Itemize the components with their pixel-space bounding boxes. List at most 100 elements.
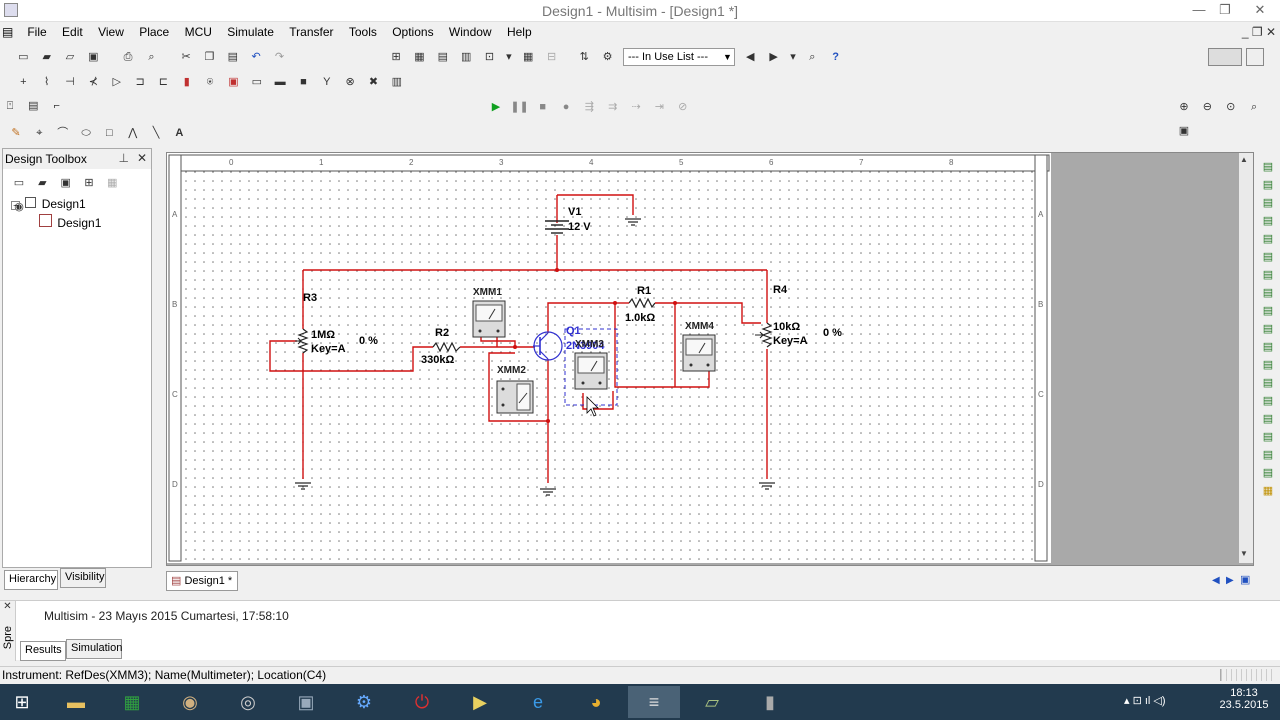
- r2-value[interactable]: 330kΩ: [421, 354, 454, 366]
- multimeter-xmm4[interactable]: [682, 334, 716, 372]
- misc-digital-icon[interactable]: ▮: [183, 76, 190, 88]
- find-icon[interactable]: ⌕: [809, 51, 816, 63]
- clock[interactable]: 18:13 23.5.2015: [1218, 687, 1270, 711]
- close-icon[interactable]: ✕: [136, 151, 147, 165]
- doc-icon[interactable]: ▤: [2, 25, 14, 39]
- electromechanical-icon[interactable]: ⊗: [345, 76, 355, 88]
- step-into-icon[interactable]: ⇉: [608, 101, 618, 113]
- v1-label[interactable]: V1: [568, 206, 581, 218]
- media-icon[interactable]: ◎: [240, 692, 256, 712]
- hierarchical-block-icon[interactable]: ▤: [28, 100, 39, 112]
- analog-icon[interactable]: ▷: [112, 76, 121, 88]
- vertical-scrollbar[interactable]: ▲ ▼: [1239, 153, 1253, 563]
- settings-icon[interactable]: ⚙: [355, 692, 373, 712]
- wire-xmm3[interactable]: [582, 391, 614, 410]
- nicomponents-icon[interactable]: ✖: [368, 76, 379, 88]
- menu-view[interactable]: View: [98, 25, 124, 39]
- tektronix-oscilloscope-icon[interactable]: ▤: [1262, 467, 1274, 479]
- function-generator-icon[interactable]: ▤: [1262, 179, 1274, 191]
- wire-v1-top[interactable]: [556, 194, 634, 223]
- paste-icon[interactable]: ▤: [227, 51, 238, 63]
- monitor-icon[interactable]: ▣: [297, 692, 315, 712]
- measurement-probe-icon[interactable]: ▦: [1262, 485, 1274, 497]
- r3-label[interactable]: R3: [303, 292, 317, 304]
- zoom-in-icon[interactable]: ⊕: [1179, 101, 1189, 113]
- q1-label[interactable]: Q1: [566, 325, 581, 337]
- ground-r3[interactable]: [295, 482, 311, 490]
- ground-r4[interactable]: [759, 482, 775, 490]
- multisim-task-icon[interactable]: ≡: [628, 686, 680, 718]
- scroll-up-icon[interactable]: ▲: [1240, 155, 1248, 164]
- r1-value[interactable]: 1.0kΩ: [625, 312, 655, 324]
- connector-icon[interactable]: ⍞: [6, 100, 14, 112]
- tool-icon[interactable]: ▮: [765, 692, 775, 712]
- tab-hierarchy[interactable]: Hierarchy: [4, 570, 58, 590]
- multimeter-icon[interactable]: ▤: [1262, 161, 1274, 173]
- tab-visibility[interactable]: Visibility: [60, 568, 106, 588]
- mixed-icon[interactable]: ⍟: [206, 76, 214, 88]
- spectrum-analyzer-icon[interactable]: ▤: [1262, 377, 1274, 389]
- schematic-workspace[interactable]: 0 1 2 3 4 5 6 7 8 A B C D A B C D: [166, 152, 1254, 566]
- r1-label[interactable]: R1: [637, 285, 651, 297]
- collapse-icon[interactable]: −: [11, 201, 20, 210]
- menu-place[interactable]: Place: [139, 25, 170, 39]
- print-icon[interactable]: ⎙: [123, 51, 133, 63]
- restore-button[interactable]: ❐: [1219, 2, 1231, 17]
- r4-key[interactable]: Key=A: [773, 335, 808, 347]
- oscilloscope-icon[interactable]: ▤: [1262, 215, 1274, 227]
- back-annotate-icon[interactable]: ◀: [746, 51, 755, 63]
- excel-icon[interactable]: ▦: [123, 692, 141, 712]
- step-over-icon[interactable]: ⇢: [631, 101, 641, 113]
- line-icon[interactable]: ╲: [152, 127, 160, 139]
- iv-analyzer-icon[interactable]: ▤: [1262, 341, 1274, 353]
- word-generator-icon[interactable]: ▤: [1262, 287, 1274, 299]
- xmm1-label[interactable]: XMM1: [473, 287, 502, 298]
- internet-explorer-icon[interactable]: e: [532, 692, 543, 712]
- spreadsheet-icon[interactable]: ▤: [437, 51, 449, 63]
- redo-icon[interactable]: ↷: [274, 51, 285, 63]
- r3-key[interactable]: Key=A: [311, 343, 346, 355]
- visibility-icon[interactable]: ◉: [14, 201, 24, 213]
- toggle-breakpoint-icon[interactable]: ⇥: [654, 101, 665, 113]
- stop-icon[interactable]: ■: [539, 101, 547, 113]
- r4-value[interactable]: 10kΩ: [773, 321, 800, 333]
- pause-next-icon[interactable]: ●: [562, 101, 570, 113]
- frequency-counter-icon[interactable]: ▤: [1262, 269, 1274, 281]
- cmos-icon[interactable]: ⊏: [158, 76, 169, 88]
- tab-scroll-right-icon[interactable]: ▶: [1226, 575, 1234, 586]
- xmm4-label[interactable]: XMM4: [685, 321, 714, 332]
- multiline-icon[interactable]: ⋀: [128, 127, 138, 139]
- copy-icon[interactable]: ❐: [204, 51, 215, 63]
- rf-icon[interactable]: Y: [323, 76, 331, 88]
- arc-icon[interactable]: ⌒: [57, 127, 69, 139]
- tab-simulation[interactable]: Simulation: [66, 639, 122, 659]
- multimeter-xmm1[interactable]: [472, 300, 506, 338]
- text-icon[interactable]: A: [175, 127, 184, 139]
- toggle-view-icon[interactable]: ⊞: [391, 51, 401, 63]
- forward-annotate-icon[interactable]: ▶: [769, 51, 778, 63]
- ground-v1[interactable]: [625, 218, 641, 226]
- help-icon[interactable]: ?: [832, 51, 840, 63]
- multimeter-xmm2[interactable]: [496, 380, 534, 414]
- minimize-button[interactable]: —: [1192, 2, 1206, 17]
- bus-icon[interactable]: ⌐: [53, 100, 60, 112]
- r3-percent[interactable]: 0 %: [359, 335, 378, 347]
- distortion-analyzer-icon[interactable]: ▤: [1262, 359, 1274, 371]
- new-subcircuit-icon[interactable]: ⊞: [84, 177, 94, 189]
- in-use-list-combo[interactable]: --- In Use List ---▼: [622, 48, 735, 66]
- video-icon[interactable]: ▶: [473, 692, 487, 712]
- power-icon[interactable]: ⏻: [414, 692, 430, 712]
- ultiboard-icon[interactable]: ▱: [705, 692, 719, 712]
- xmm3-label[interactable]: XMM3: [575, 339, 604, 350]
- transistor-icon[interactable]: ⊀: [88, 76, 98, 88]
- tree-root[interactable]: − Design1: [11, 197, 143, 214]
- logic-analyzer-icon[interactable]: ▤: [1262, 323, 1274, 335]
- save-icon[interactable]: ▣: [88, 51, 99, 63]
- menu-help[interactable]: Help: [506, 25, 532, 39]
- q1-model[interactable]: 2N3904: [566, 340, 605, 352]
- ttl-icon[interactable]: ⊐: [135, 76, 145, 88]
- zoom-out-icon[interactable]: ⊖: [1202, 101, 1212, 113]
- tab-design1[interactable]: ▤ Design1 *: [166, 571, 238, 591]
- polygon-icon[interactable]: ⌖: [36, 127, 43, 139]
- schematic-paper[interactable]: 0 1 2 3 4 5 6 7 8 A B C D A B C D: [167, 153, 1051, 563]
